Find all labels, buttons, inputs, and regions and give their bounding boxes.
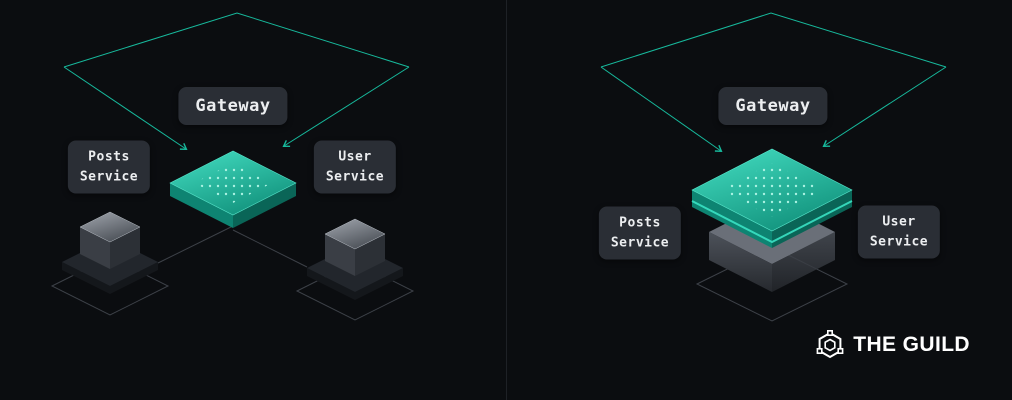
request-arrow-left (63, 66, 188, 151)
request-arrow-right (282, 66, 410, 147)
request-diamond-edge (63, 12, 410, 68)
posts-service-stack (50, 211, 170, 316)
the-guild-logo: THE GUILD (815, 330, 970, 360)
user-service-stack (295, 218, 415, 321)
request-flow-lines (600, 12, 947, 153)
user-service-cube (324, 218, 386, 250)
request-arrow-left (600, 66, 723, 153)
user-service-label: User Service (857, 205, 941, 259)
posts-service-label: Posts Service (598, 206, 682, 260)
gateway-label: Gateway (178, 87, 288, 125)
gateway-label: Gateway (718, 87, 828, 125)
right-diagram: Gateway Posts Service User Service (506, 0, 1012, 400)
gateway-platform (691, 148, 853, 248)
right-diagram-graphics (600, 12, 947, 322)
posts-service-label: Posts Service (67, 140, 151, 194)
gateway-edge-stripe (691, 200, 853, 244)
guild-logo-icon (816, 330, 844, 359)
left-diagram-graphics (50, 12, 415, 321)
request-flow-lines (63, 12, 410, 151)
panel-divider (506, 0, 507, 400)
gateway-platform (169, 150, 297, 228)
posts-service-cube (79, 211, 141, 243)
service-connectors (157, 225, 308, 268)
left-diagram: Gateway Posts Service User Service (50, 12, 415, 321)
guild-logo-text: THE GUILD (853, 333, 970, 356)
request-diamond-edge (600, 12, 947, 68)
user-service-label: User Service (313, 140, 397, 194)
request-arrow-right (822, 66, 947, 147)
